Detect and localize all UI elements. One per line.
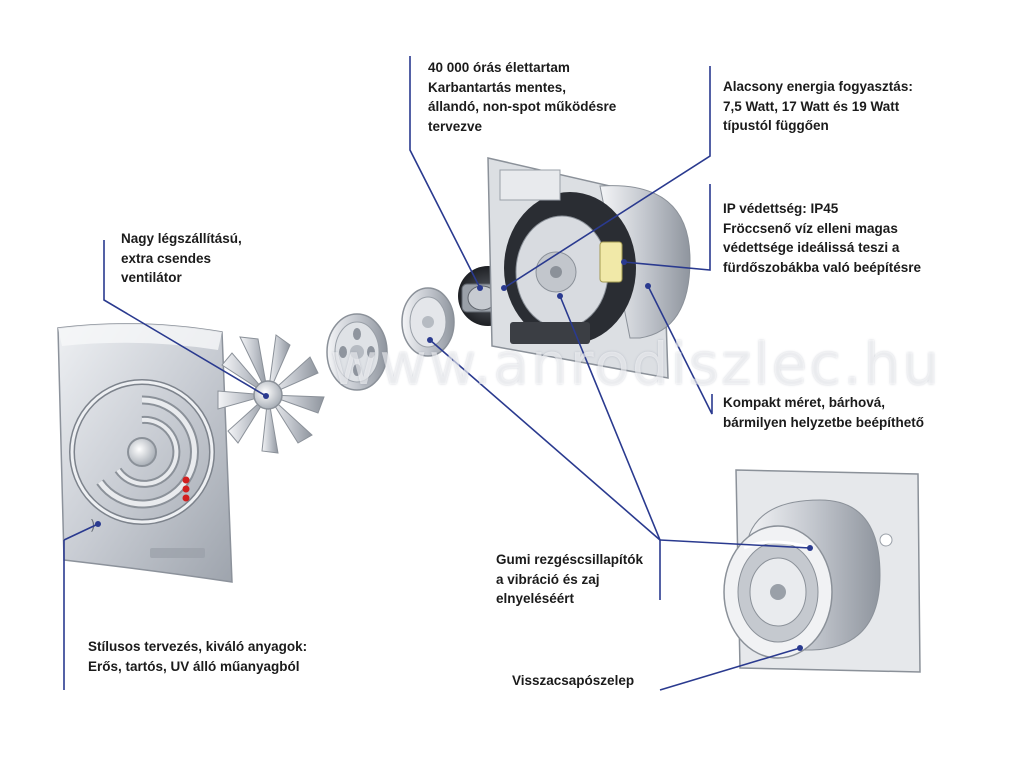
front-cover-panel: ) (57, 323, 233, 583)
callout-compact: Kompakt méret, bárhová, bármilyen helyze… (723, 395, 925, 430)
callout-rubber-dampers: Gumi rezgéscsillapítók a vibráció és zaj… (496, 552, 644, 606)
callout-connector-lines (63, 56, 811, 691)
callout-dots (95, 259, 813, 651)
callout-design: Stílusos tervezés, kiváló anyagok: Erős,… (88, 639, 308, 674)
callout-energy: Alacsony energia fogyasztás: 7,5 Watt, 1… (723, 79, 913, 133)
callout-lifetime: 40 000 órás élettartam Karbantartás ment… (428, 60, 617, 134)
callout-airflow: Nagy légszállítású, extra csendes ventil… (121, 231, 242, 285)
impeller (217, 334, 325, 454)
rotor-drum (326, 313, 388, 391)
callout-backflow-valve: Visszacsapószelep (512, 673, 635, 688)
assembled-fan-back (723, 469, 921, 673)
fan-housing (487, 157, 691, 379)
motor-mount-disk (401, 287, 455, 357)
callout-ip-rating: IP védettség: IP45 Fröccsenő víz elleni … (723, 201, 922, 275)
